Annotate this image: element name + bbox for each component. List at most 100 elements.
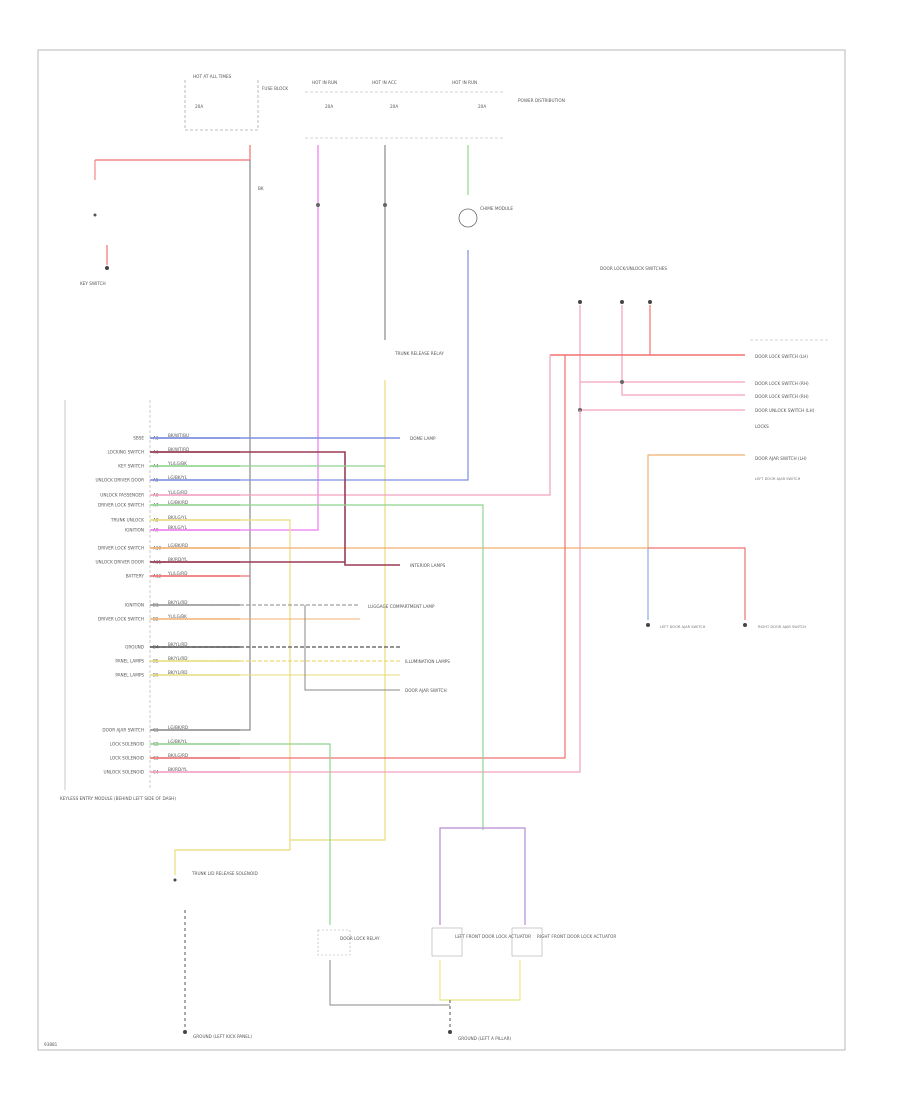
- module-pin-label: TRUNK UNLOCK: [110, 518, 144, 523]
- fuse-rating-2: 20A: [325, 104, 333, 109]
- module-pin-label: KEY SWITCH: [118, 464, 144, 469]
- module-pin-label: UNLOCK PASSENGER: [100, 493, 144, 498]
- module-pin-wire-color: BK/WT/RD: [168, 447, 189, 452]
- module-pin-wire-color: LG/BK/YL: [168, 475, 188, 480]
- fuse-rating-4: 20A: [478, 104, 486, 109]
- module-pin-label: BATTERY: [126, 574, 145, 579]
- module-pin-wire-color: BK/LG/YL: [168, 525, 188, 530]
- module-pin-label: IGNITION: [125, 603, 144, 608]
- pink-long-bottom: [150, 410, 581, 773]
- maroon-wire: [150, 451, 400, 566]
- lh-door-ajar-label: LEFT DOOR AJAR SWITCH: [755, 477, 801, 481]
- interior-lamps-label: INTERIOR LAMPS: [410, 563, 446, 568]
- wire-bk-label: BK: [258, 186, 264, 191]
- module-pin-label: GROUND: [125, 645, 144, 650]
- door-ajar-label: DOOR AJAR SWITCH: [405, 688, 447, 693]
- module-pin-label: UNLOCK DRIVER DOOR: [95, 560, 144, 565]
- module-caption: KEYLESS ENTRY MODULE (BEHIND LEFT SIDE O…: [60, 796, 176, 801]
- ground-a-label: GROUND (LEFT KICK PANEL): [193, 1034, 252, 1039]
- module-pin-wire-color: BK/LG/RD: [168, 753, 188, 758]
- door-lock-relay-group: DOOR LOCK RELAY: [317, 929, 450, 1006]
- red-long-bottom: [150, 355, 566, 759]
- module-pin-wire-color: LG/BK/RD: [168, 543, 188, 548]
- right-connector-5: LOCKS: [755, 424, 769, 429]
- module-pin-label: PANEL LAMPS: [115, 659, 144, 664]
- hot-at-all-times-label: HOT AT ALL TIMES: [193, 74, 232, 79]
- orange-door-ajar-wire: [150, 454, 745, 549]
- green-lock-solenoid-wire: [150, 743, 331, 925]
- module-pin-wire-color: BK/YL/RD: [168, 642, 187, 647]
- module-pin-wire-color: YL/LG/BK: [167, 461, 187, 466]
- module-pin-label: LOCK SOLENOID: [110, 742, 144, 747]
- fuse-block-label: FUSE BLOCK: [262, 86, 288, 91]
- luggage-label: LUGGAGE COMPARTMENT LAMP: [368, 604, 435, 609]
- module-pin-label: LOCK SOLENOID: [110, 756, 144, 761]
- green-lock-relay-wire: [150, 504, 484, 830]
- trunk-lid-label: TRUNK LID RELEASE SOLENOID: [191, 871, 258, 876]
- module-pin-wire-color: YL/LG/RD: [167, 571, 187, 576]
- lock-relay-label: DOOR LOCK RELAY: [340, 936, 380, 941]
- hot-acc-label: HOT IN ACC: [372, 80, 397, 85]
- fuse-block-area: HOT AT ALL TIMES FUSE BLOCK 20A HOT IN R…: [184, 74, 565, 139]
- module-pin-wire-color: BK/WT/BU: [168, 433, 189, 438]
- module-pin-wire-color: YL/LG/RD: [167, 490, 187, 495]
- right-connector-1: DOOR LOCK SWITCH (LH): [755, 354, 808, 359]
- module-pin-wire-color: BK/YL/RD: [168, 670, 187, 675]
- ground-b-label: GROUND (LEFT A PILLAR): [458, 1036, 512, 1041]
- module-pin-label: IGNITION: [125, 528, 144, 533]
- module-pin-wire-color: BK/YL/RD: [168, 600, 187, 605]
- module-pin-wire-color: LG/BK/RD: [168, 500, 188, 505]
- module-pin-wire-color: BK/LG/YL: [168, 515, 188, 520]
- module-pin-label: UNLOCK SOLENOID: [104, 770, 145, 775]
- right-connector-4: DOOR UNLOCK SWITCH (LH): [755, 408, 815, 413]
- illumination-label: ILLUMINATION LAMPS: [405, 659, 450, 664]
- fuse-rating-3: 20A: [390, 104, 398, 109]
- right-side-connectors: DOOR LOCK/UNLOCK SWITCHES DOOR LOCK SWIT…: [550, 266, 830, 481]
- trunk-relay-label: TRUNK RELEASE RELAY: [394, 351, 444, 356]
- right-connector-2: DOOR LOCK SWITCH (RH): [755, 381, 809, 386]
- trunk-release-group: TRUNK LID RELEASE SOLENOID GROUND (LEFT …: [173, 840, 291, 1039]
- fuse-rating-label: 20A: [195, 104, 203, 109]
- door-lock-switch-box-label: DOOR LOCK/UNLOCK SWITCHES: [600, 266, 667, 271]
- key-switch-label: KEY SWITCH: [80, 281, 106, 286]
- module-pin-label: UNLOCK DRIVER DOOR: [95, 478, 144, 483]
- chime-module-label: CHIME MODULE: [480, 206, 513, 211]
- module-pin-label: DRIVER LOCK SWITCH: [98, 546, 144, 551]
- module-pin-wire-color: BK/YL/RD: [168, 656, 187, 661]
- lh-ajar-switch-label: LEFT DOOR AJAR SWITCH: [660, 625, 706, 629]
- gray-main-feed: [150, 160, 251, 731]
- module-pin-wire-color: YL/LG/BK: [167, 614, 187, 619]
- module-pin-block: KEYLESS ENTRY MODULE (BEHIND LEFT SIDE O…: [60, 400, 176, 801]
- blue-chime-wire: [150, 250, 469, 481]
- hot-in-run-label-2: HOT IN RUN: [452, 80, 477, 85]
- gray-door-ajar-wire: [304, 605, 400, 691]
- front-lh-door-label: LEFT FRONT DOOR LOCK ACTUATOR: [455, 934, 531, 939]
- red-right-ajar: [648, 547, 746, 620]
- right-connector-6: DOOR AJAR SWITCH (LH): [755, 456, 807, 461]
- module-pin-wire-color: BK/RD/YL: [168, 767, 188, 772]
- front-rh-door-label: RIGHT FRONT DOOR LOCK ACTUATOR: [537, 934, 616, 939]
- hot-in-run-label: HOT IN RUN: [312, 80, 337, 85]
- module-pin-wire-color: LG/BK/YL: [168, 739, 188, 744]
- dome-label: DOME LAMP: [410, 436, 436, 441]
- diagram-frame: [37, 49, 846, 1051]
- left-switch: KEY SWITCH: [80, 145, 251, 286]
